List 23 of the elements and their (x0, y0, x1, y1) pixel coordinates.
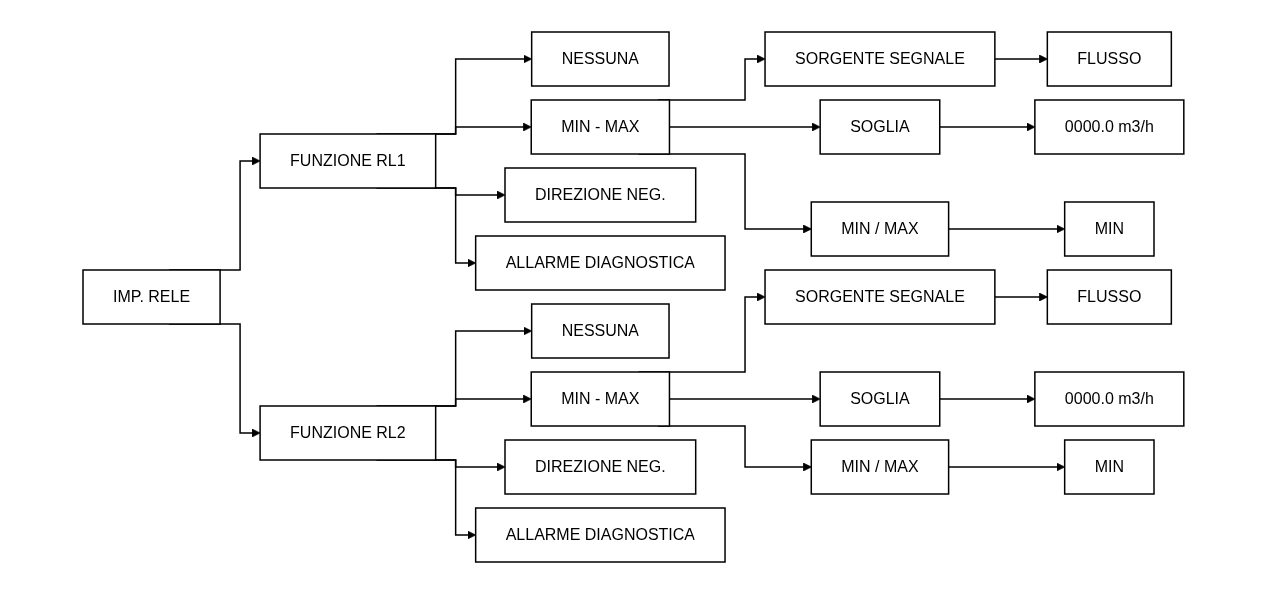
node-box: DIREZIONE NEG. (503, 166, 697, 223)
node-box: MIN (1063, 200, 1155, 257)
node-box: SOGLIA (819, 370, 941, 427)
node-box: ALLARME DIAGNOSTICA (474, 506, 726, 563)
node-box: NESSUNA (530, 302, 670, 359)
node-box: FLUSSO (1046, 268, 1172, 325)
node-box: DIREZIONE NEG. (503, 438, 697, 495)
node-box: MIN - MAX (530, 370, 670, 427)
node-box: 0000.0 m3/h (1033, 370, 1185, 427)
node-box: IMP. RELE (81, 268, 221, 325)
node-box: FUNZIONE RL1 (258, 132, 436, 189)
node-box: MIN - MAX (530, 98, 670, 155)
node-box: NESSUNA (530, 30, 670, 87)
node-box: SOGLIA (819, 98, 941, 155)
node-box: 0000.0 m3/h (1033, 98, 1185, 155)
node-box: MIN / MAX (810, 200, 949, 257)
node-box: MIN (1063, 438, 1155, 495)
node-box: SORGENTE SEGNALE (763, 268, 996, 325)
node-box: SORGENTE SEGNALE (763, 30, 996, 87)
node-box: FUNZIONE RL2 (258, 404, 436, 461)
node-box: ALLARME DIAGNOSTICA (474, 234, 726, 291)
node-box: MIN / MAX (810, 438, 949, 495)
node-box: FLUSSO (1046, 30, 1172, 87)
